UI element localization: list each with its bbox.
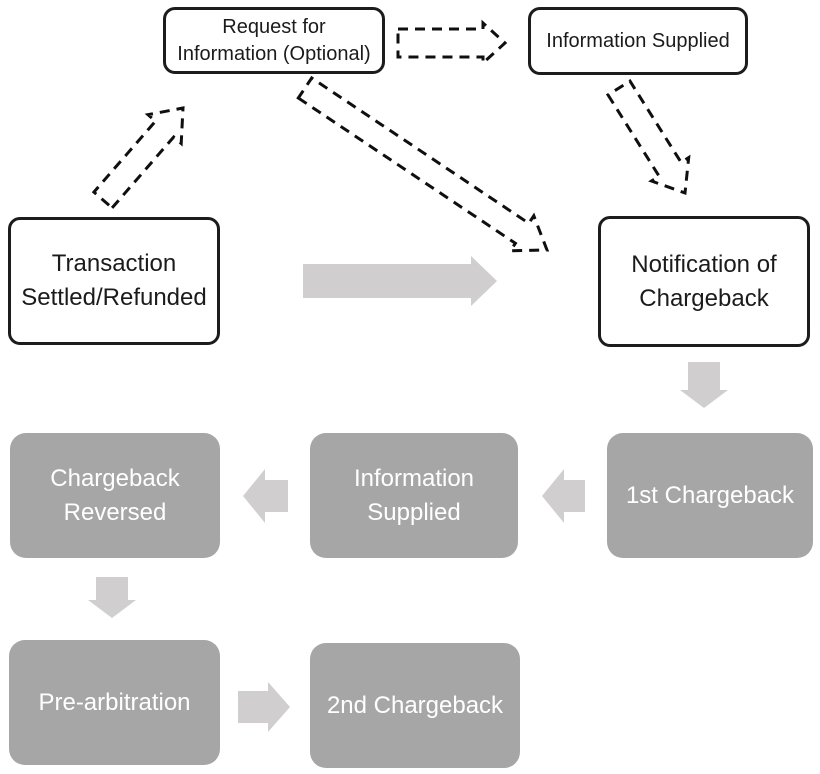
node-first-chargeback-label: 1st Chargeback [625,481,795,509]
node-information-supplied-label: Information Supplied [353,464,475,526]
node-notification-of-chargeback: Notification of Chargeback [598,216,810,347]
node-chargeback-reversed-label: Chargeback Reversed [50,464,180,526]
node-second-chargeback: 2nd Chargeback [310,643,520,768]
node-chargeback-reversed: Chargeback Reversed [10,433,220,558]
solid-arrow-information-supplied-to-chargeback-reversed-icon [243,469,288,523]
solid-arrow-transaction-to-notification-icon [303,256,497,306]
node-request-for-information-label: Request for Information (Optional) [177,15,371,65]
dashed-arrow-info-supplied-to-notification-icon [605,79,691,196]
dashed-arrow-request-to-notification-icon [296,75,550,253]
solid-arrow-first-chargeback-to-information-supplied-icon [542,469,585,523]
solid-arrow-notification-to-first-chargeback-icon [680,362,728,408]
solid-arrow-chargeback-reversed-to-pre-arbitration-icon [88,577,136,618]
node-second-chargeback-label: 2nd Chargeback [326,691,504,719]
node-first-chargeback: 1st Chargeback [607,433,813,558]
dashed-arrow-request-to-info-supplied-icon [396,19,508,67]
node-request-for-information: Request for Information (Optional) [163,7,385,74]
node-transaction-settled-refunded-label: Transaction Settled/Refunded [21,250,207,311]
dashed-arrow-transaction-to-request-icon [91,106,185,211]
node-pre-arbitration-label: Pre-arbitration [38,688,191,716]
node-pre-arbitration: Pre-arbitration [9,640,220,765]
node-information-supplied: Information Supplied [310,433,518,558]
node-information-supplied-optional: Information Supplied [528,7,748,75]
node-notification-of-chargeback-label: Notification of Chargeback [631,250,777,312]
node-transaction-settled-refunded: Transaction Settled/Refunded [8,217,220,345]
solid-arrow-pre-arbitration-to-second-chargeback-icon [238,682,290,732]
node-information-supplied-optional-label: Information Supplied [546,29,730,52]
